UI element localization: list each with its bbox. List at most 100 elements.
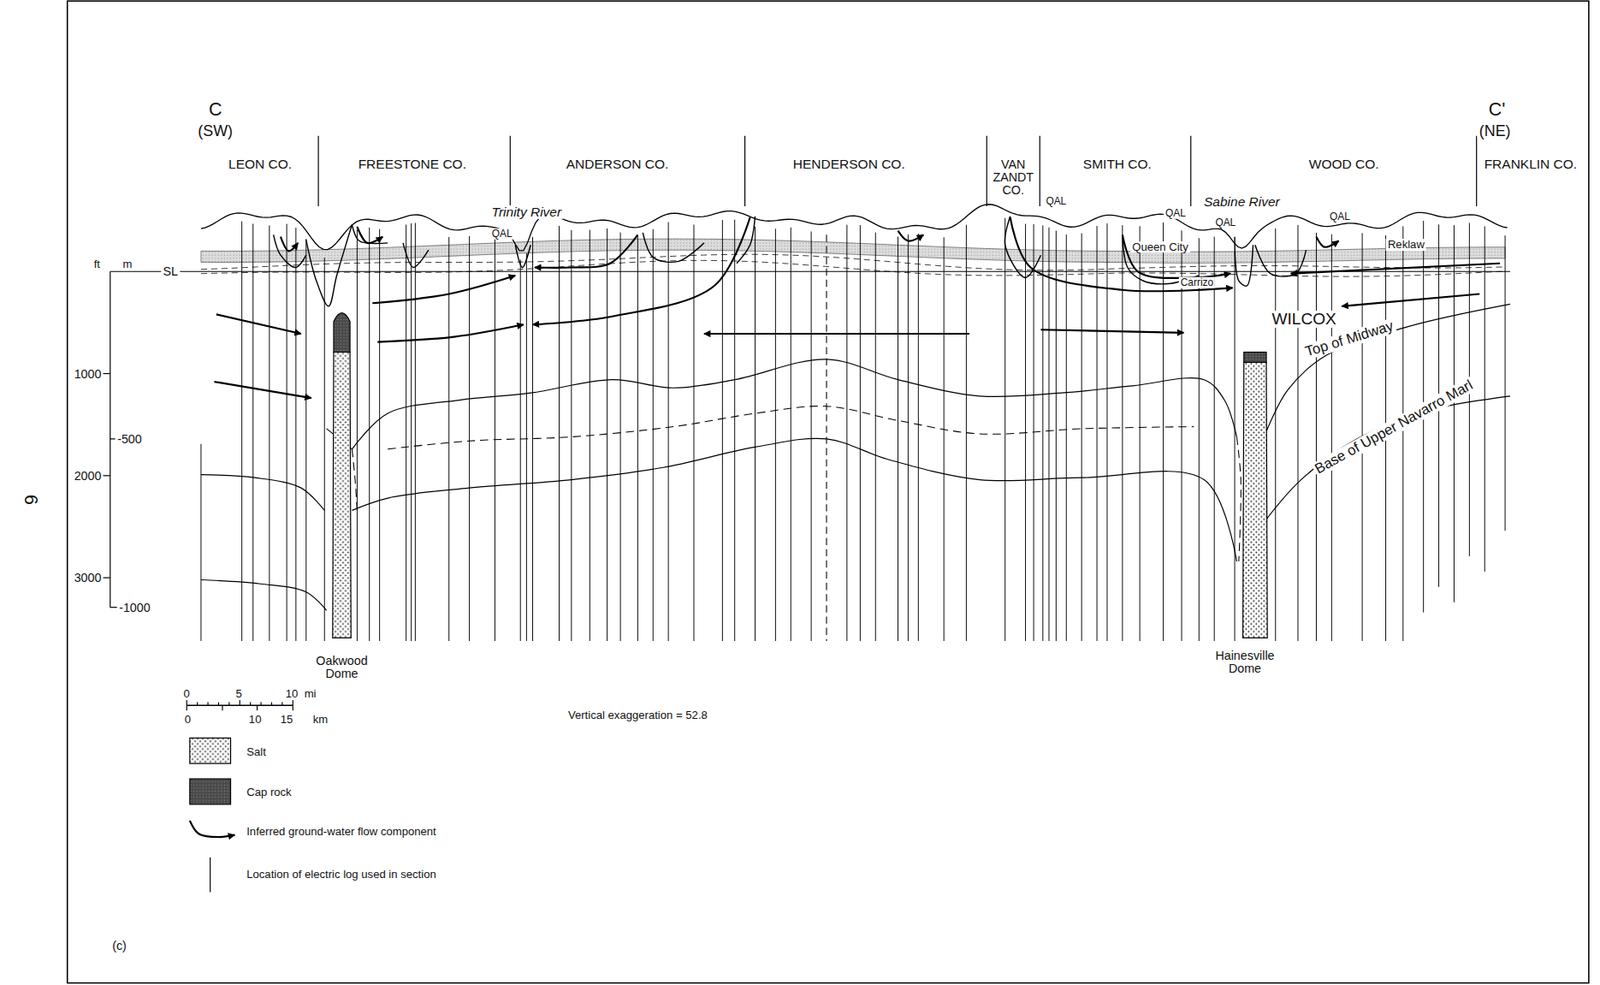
unit-label: QAL: [1213, 217, 1238, 229]
electric-log: [652, 229, 654, 641]
electric-log: [1066, 234, 1067, 641]
scale-tick: [260, 702, 261, 706]
electric-log: [252, 223, 254, 641]
electric-log: [943, 237, 945, 641]
electric-log: [558, 225, 560, 641]
axis-unit: m: [121, 258, 135, 271]
electric-log: [1048, 227, 1049, 641]
electric-log: [448, 237, 450, 641]
county-name: ANDERSON CO.: [564, 157, 671, 172]
electric-log: [734, 219, 735, 641]
scale-tick: [292, 699, 294, 706]
electric-log: [637, 235, 639, 641]
electric-log: [1505, 235, 1506, 531]
electric-log: [1106, 223, 1108, 641]
section-end: C': [1487, 99, 1508, 119]
electric-log: [1055, 231, 1057, 642]
formation-name: WILCOX: [1270, 310, 1339, 328]
electric-log: [846, 225, 848, 641]
electric-log: [1121, 225, 1123, 641]
county-divider: [509, 136, 511, 207]
unit-label: QAL: [490, 228, 515, 240]
electric-log: [1315, 232, 1317, 641]
salt-dome: [332, 351, 351, 638]
stratigraphic-horizon: [351, 359, 1237, 450]
outcrop-outline: [642, 232, 705, 262]
electric-log: [286, 224, 288, 641]
county-name: WOOD CO.: [1307, 157, 1381, 172]
scale-tick: [292, 705, 294, 711]
electric-log: [693, 224, 694, 641]
flow-arrow: [372, 275, 516, 303]
stratigraphic-horizon: [201, 474, 325, 511]
depth-axis: [109, 271, 111, 607]
flow-arrow: [704, 332, 970, 335]
flow-arrow: [280, 237, 298, 252]
dome-name: Hainesville Dome: [1202, 649, 1287, 676]
scale-value: 0: [183, 713, 193, 726]
flow-arrow: [356, 226, 383, 243]
cap-rock: [1244, 351, 1267, 362]
axis-tick: [102, 373, 110, 374]
electric-log: [324, 257, 326, 641]
figure-tag: (c): [110, 939, 129, 953]
electric-log: [356, 229, 358, 641]
county-divider: [986, 136, 988, 207]
section-end: C: [207, 99, 225, 119]
electric-log: [368, 227, 370, 641]
electric-log-dashed: [825, 234, 827, 641]
land-surface: [201, 204, 1508, 251]
sea-level-line: [110, 271, 1511, 273]
electric-log: [1096, 225, 1098, 641]
electric-log: [897, 237, 899, 642]
stratigraphic-horizon: [351, 438, 1237, 562]
flow-arrow: [533, 217, 751, 325]
flow-arrow: [1122, 234, 1231, 279]
county-divider: [317, 136, 319, 207]
outcrop-outline: [515, 244, 531, 267]
legend-text: Cap rock: [244, 785, 293, 799]
electric-log: [790, 227, 792, 641]
outcrop-outline: [1004, 216, 1041, 279]
legend-log-sample: [209, 857, 211, 893]
electric-log: [268, 225, 270, 641]
electric-log: [1004, 218, 1006, 641]
legend-salt-sample: [189, 737, 232, 764]
formation-name: Queen City: [1130, 241, 1191, 254]
electric-log: [1331, 234, 1333, 641]
page-frame: [67, 0, 1589, 983]
county-name: FRANKLIN CO.: [1482, 157, 1580, 172]
outcrop-outline: [273, 234, 307, 267]
axis-value: 1000: [72, 367, 104, 381]
scale-tick: [218, 702, 220, 706]
electric-log: [1081, 233, 1083, 641]
electric-log: [668, 222, 670, 642]
county-name: FREESTONE CO.: [356, 157, 469, 172]
legend-arrow-sample: [189, 820, 235, 837]
scale-value: 15: [278, 713, 296, 726]
electric-log: [1402, 225, 1404, 641]
scale-tick: [221, 705, 223, 711]
electric-log: [1274, 228, 1276, 641]
scale-tick: [228, 702, 230, 706]
flow-arrow: [216, 314, 302, 334]
formation-name: Carrizo: [1179, 277, 1215, 289]
electric-log: [532, 237, 534, 641]
river-name: Trinity River: [490, 205, 564, 220]
flow-arrow: [377, 324, 524, 342]
river-name: Sabine River: [1202, 195, 1282, 209]
scale-tick: [249, 702, 251, 706]
electric-log: [875, 232, 877, 641]
electric-log: [722, 219, 723, 641]
electric-log: [200, 444, 202, 641]
legend-text: Salt: [244, 744, 268, 758]
page-number: 6: [21, 492, 42, 507]
stratigraphic-horizon: [1265, 396, 1511, 522]
stippled-band: [201, 238, 1506, 263]
scale-unit: mi: [302, 687, 319, 700]
electric-log: [1453, 225, 1455, 603]
axis-value: -1000: [117, 601, 153, 615]
scale-tick: [271, 702, 273, 706]
scale-tick: [281, 702, 283, 706]
